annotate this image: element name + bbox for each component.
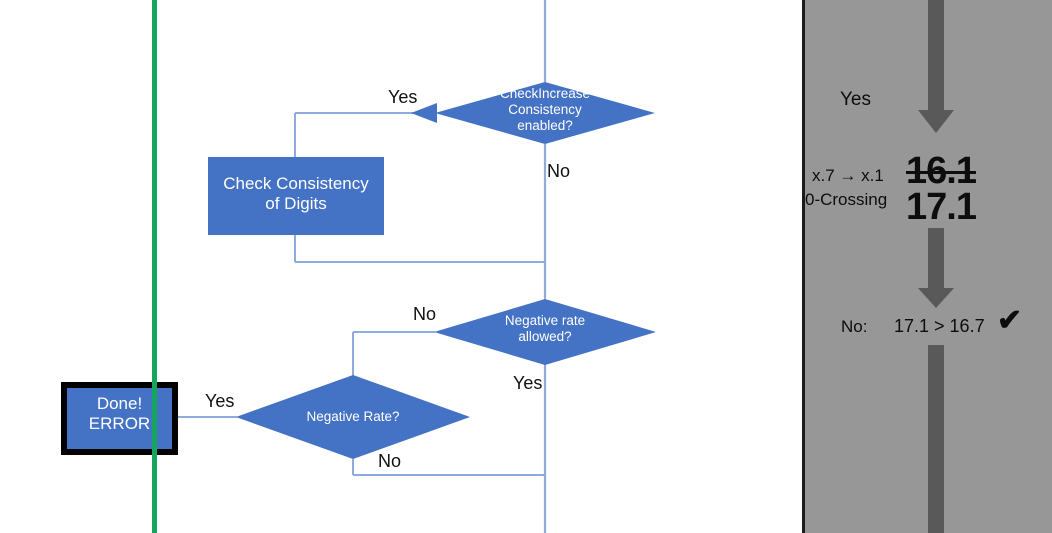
edge-label-negative-rate-yes: Yes: [205, 391, 235, 411]
diamond-negative-rate-allowed: [434, 299, 656, 365]
edge-label-check-increase-yes: Yes: [388, 87, 418, 107]
panel-no-label: No:: [841, 317, 868, 336]
panel-comparison-expression: 17.1 > 16.7: [894, 316, 985, 336]
check-mark-icon: ✔: [997, 304, 1023, 337]
panel-yes-label: Yes: [840, 89, 871, 110]
panel-value-result: 17.1: [906, 186, 977, 228]
panel-zero-crossing-label: 0-Crossing: [805, 190, 888, 209]
diamond-check-increase: [435, 82, 655, 144]
diamond-negative-rate: [236, 375, 470, 459]
panel-arrows: [918, 0, 954, 533]
edge-label-check-increase-no: No: [547, 161, 571, 181]
edge-label-negative-rate-no: No: [378, 451, 402, 471]
panel-value-struck: 16.1: [906, 150, 977, 192]
panel-arrow-1-shaft: [928, 0, 944, 110]
edge-label-negative-rate-allowed-yes: Yes: [513, 373, 543, 393]
annotation-panel: Yes x.7 → x.1 0-Crossing 16.1 17.1 No: 1…: [802, 0, 1052, 533]
edge-label-negative-rate-allowed-no: No: [413, 304, 437, 324]
panel-arrow-3-shaft: [928, 345, 944, 533]
panel-rounding-rule-label: x.7 → x.1: [812, 166, 884, 185]
edge-yes-arrowhead: [411, 103, 437, 123]
box-done-error-border: [61, 382, 178, 455]
panel-arrow-1-head: [918, 110, 954, 133]
box-check-consistency: [208, 157, 384, 235]
green-divider-line: [152, 0, 157, 533]
panel-arrow-2-shaft: [928, 228, 944, 290]
panel-arrow-2-head: [918, 288, 954, 308]
